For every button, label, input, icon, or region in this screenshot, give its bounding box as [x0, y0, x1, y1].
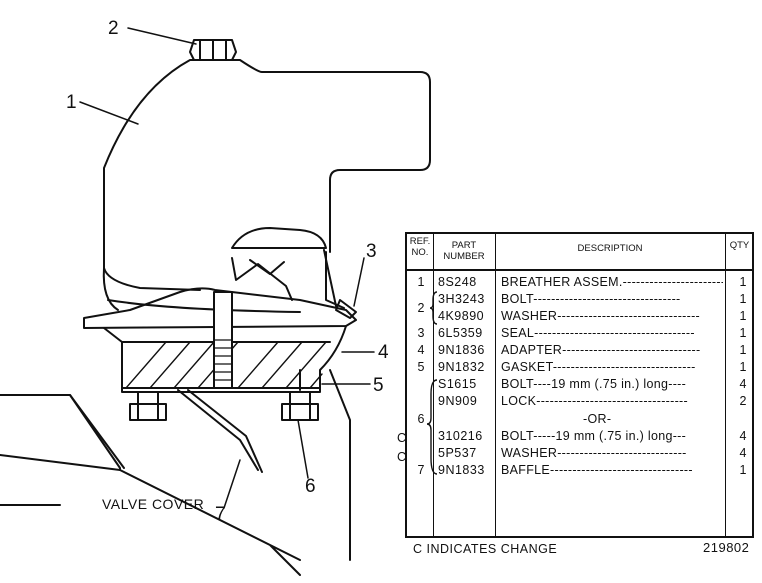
table-row: S1615 BOLT----19 mm (.75 in.) long---- 4 — [407, 377, 752, 394]
part-number-cell: 9N909 — [438, 394, 478, 408]
ref-cell: 4 — [417, 343, 425, 357]
table-row: 5P537 WASHER-----------------------------… — [407, 446, 752, 463]
part-number-cell: S1615 — [438, 377, 477, 391]
qty-cell: 4 — [739, 429, 747, 443]
part-number-cell: 9N1833 — [438, 463, 485, 477]
top-bolt-head — [189, 39, 237, 61]
table-row: 310216 BOLT-----19 mm (.75 in.) long--- 4 — [407, 429, 752, 446]
header-ref-line1: REF. — [409, 236, 431, 247]
part-number-cell: 6L5359 — [438, 326, 483, 340]
qty-cell: 1 — [739, 292, 747, 306]
ref-cell: 7 — [417, 463, 425, 477]
baffle — [177, 389, 263, 473]
header-part-line2: NUMBER — [443, 251, 485, 262]
qty-cell: 1 — [739, 275, 747, 289]
description-cell: WASHER----------------------------- — [501, 446, 687, 460]
qty-cell: 1 — [739, 326, 747, 340]
change-note: C INDICATES CHANGE — [413, 542, 558, 556]
filter-element — [231, 227, 327, 249]
description-cell: BREATHER ASSEM.------------------------ — [501, 275, 723, 289]
qty-cell: 1 — [739, 343, 747, 357]
description-cell: BAFFLE-------------------------------- — [501, 463, 693, 477]
callout-2: 2 — [108, 18, 119, 39]
description-cell: WASHER-------------------------------- — [501, 309, 701, 323]
table-row: 2 4K9890 WASHER---------------------------… — [407, 301, 752, 326]
callout-5: 5 — [373, 375, 384, 396]
ref-cell: 6 — [417, 412, 425, 426]
qty-cell: 1 — [739, 463, 747, 477]
callout-7: 7 — [215, 504, 226, 525]
part-number-cell: 4K9890 — [438, 309, 485, 323]
description-cell: SEAL------------------------------------ — [501, 326, 695, 340]
header-part-line1: PART — [451, 240, 477, 251]
table-row: 6 -OR- — [407, 412, 752, 429]
header-ref: REF. NO. — [407, 236, 433, 258]
table-row: 3 6L5359 SEAL-----------------------------… — [407, 326, 752, 343]
header-description: DESCRIPTION — [577, 243, 643, 254]
change-mark-1: C — [397, 431, 407, 445]
ref-cell: 5 — [417, 360, 425, 374]
gasket — [121, 387, 321, 393]
qty-cell: 1 — [739, 309, 747, 323]
right-lower-bolt — [281, 391, 319, 421]
group-brackets — [426, 291, 438, 475]
table-row: 4 9N1836 ADAPTER--------------------------… — [407, 343, 752, 360]
header-qty: QTY — [729, 240, 750, 251]
header-part: PART NUMBER — [433, 240, 495, 262]
part-number-cell: 9N1836 — [438, 343, 485, 357]
qty-cell: 4 — [739, 446, 747, 460]
description-cell: LOCK---------------------------------- — [501, 394, 688, 408]
change-mark-2: C — [397, 450, 407, 464]
part-number-cell: 5P537 — [438, 446, 477, 460]
seal — [335, 299, 357, 319]
valve-cover-edge — [69, 394, 121, 471]
part-number-cell: 8S248 — [438, 275, 477, 289]
description-cell: BOLT----19 mm (.75 in.) long---- — [501, 377, 687, 391]
left-lower-bolt — [129, 391, 167, 421]
parts-table: REF. NO. PART NUMBER DESCRIPTION QTY 1 8S… — [405, 232, 754, 538]
valve-cover-outline — [0, 369, 351, 576]
table-row: 1 8S248 BREATHER ASSEM.-------------------… — [407, 275, 752, 292]
description-cell: GASKET-------------------------------- — [501, 360, 696, 374]
header-ref-line2: NO. — [411, 247, 429, 258]
part-number-cell: 310216 — [438, 429, 483, 443]
table-row: 3H3243 BOLT------------------------------… — [407, 292, 752, 309]
callout-4: 4 — [378, 342, 389, 363]
part-number-cell: 3H3243 — [438, 292, 485, 306]
part-number-cell: 9N1832 — [438, 360, 485, 374]
qty-cell: 4 — [739, 377, 747, 391]
description-cell: -OR- — [583, 412, 612, 426]
table-row: 9N909 LOCK-------------------------------… — [407, 394, 752, 411]
description-cell: BOLT--------------------------------- — [501, 292, 681, 306]
qty-cell: 2 — [739, 394, 747, 408]
callout-3: 3 — [366, 241, 377, 262]
table-row: 5 9N1832 GASKET---------------------------… — [407, 360, 752, 377]
ref-cell: 3 — [417, 326, 425, 340]
table-row: 7 9N1833 BAFFLE---------------------------… — [407, 463, 752, 480]
callout-6: 6 — [305, 476, 316, 497]
flange — [83, 287, 357, 329]
ref-cell: 2 — [417, 301, 425, 315]
valve-cover-label: VALVE COVER — [102, 496, 205, 512]
callout-1: 1 — [66, 92, 77, 113]
breather-body — [103, 59, 431, 269]
qty-cell: 1 — [739, 360, 747, 374]
ref-cell: 1 — [417, 275, 425, 289]
drawing-number: 219802 — [703, 540, 750, 555]
description-cell: BOLT-----19 mm (.75 in.) long--- — [501, 429, 687, 443]
description-cell: ADAPTER------------------------------- — [501, 343, 701, 357]
